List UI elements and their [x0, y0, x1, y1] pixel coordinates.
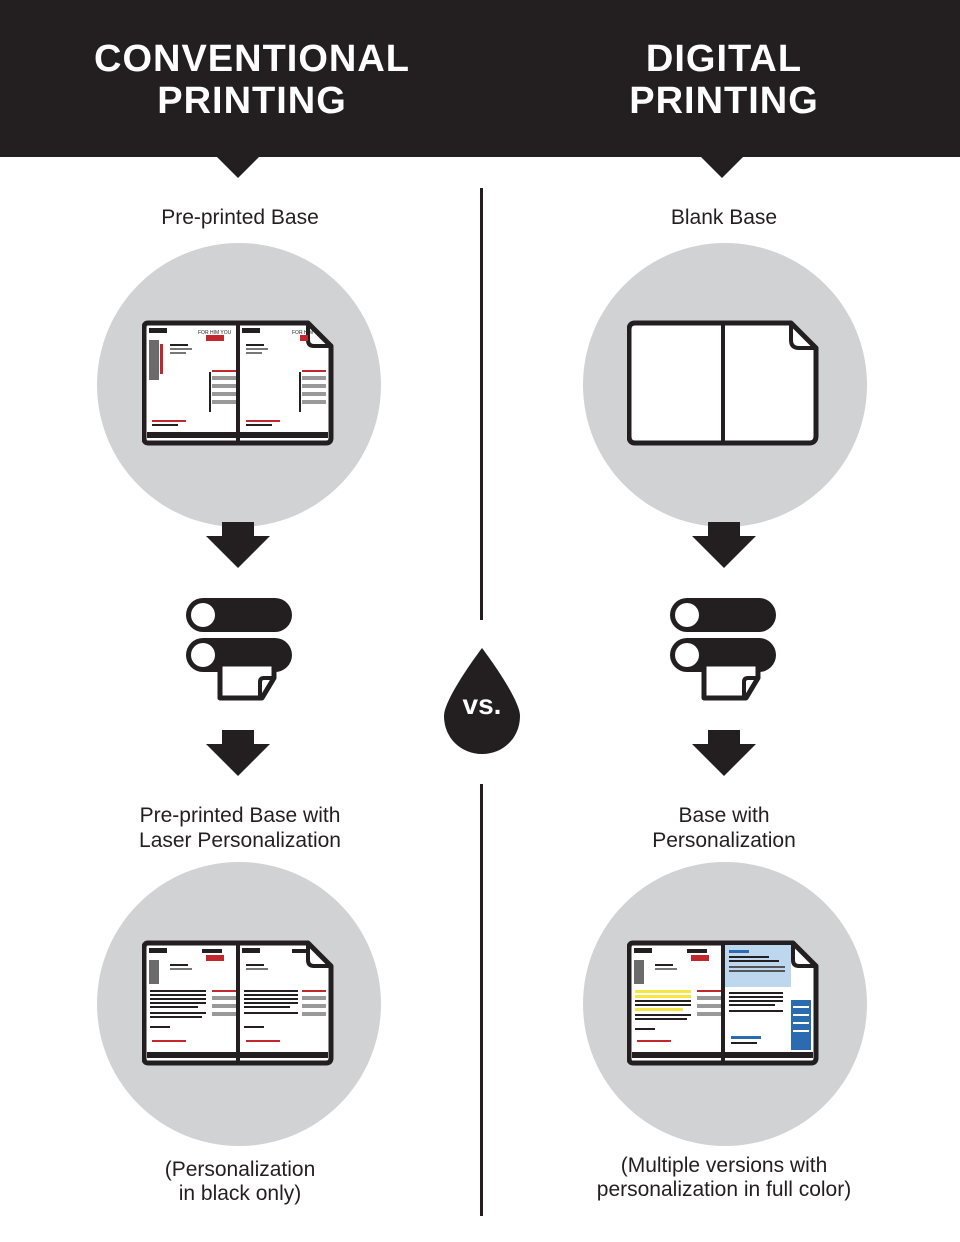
full-color-document-icon — [627, 940, 819, 1066]
left-stage2-label: Pre-printed Base with Laser Personalizat… — [139, 804, 341, 852]
header-pointer-left — [216, 156, 260, 178]
left-stage1-label: Pre-printed Base — [161, 206, 319, 229]
blank-document-icon — [627, 320, 819, 446]
right-stage2-label: Base with Personalization — [652, 804, 796, 852]
versus-label: vs. — [462, 689, 502, 720]
conventional-printing-title: CONVENTIONAL PRINTING — [94, 38, 410, 122]
svg-text:FOR HIM: FOR HIM — [292, 330, 313, 336]
arrow-down-icon — [692, 730, 756, 776]
arrow-down-icon — [692, 522, 756, 568]
black-personalized-document-icon — [142, 940, 334, 1066]
preprinted-document-icon: FOR HIM YOU FOR HIM — [142, 320, 334, 446]
center-divider-top — [480, 188, 483, 620]
printer-rollers-icon — [186, 598, 292, 701]
arrow-down-icon — [206, 730, 270, 776]
printer-rollers-icon — [670, 598, 776, 701]
header-pointer-right — [700, 156, 744, 178]
right-stage1-label: Blank Base — [670, 206, 778, 229]
arrow-down-icon — [206, 522, 270, 568]
header-band: CONVENTIONAL PRINTING DIGITAL PRINTING — [0, 0, 960, 157]
right-note: (Multiple versions with personalization … — [596, 1154, 852, 1201]
center-divider-bottom — [480, 784, 483, 1216]
ink-drop-icon — [444, 648, 520, 754]
left-note: (Personalization in black only) — [164, 1158, 316, 1205]
digital-printing-title: DIGITAL PRINTING — [629, 38, 819, 122]
svg-text:FOR HIM YOU: FOR HIM YOU — [198, 330, 232, 336]
